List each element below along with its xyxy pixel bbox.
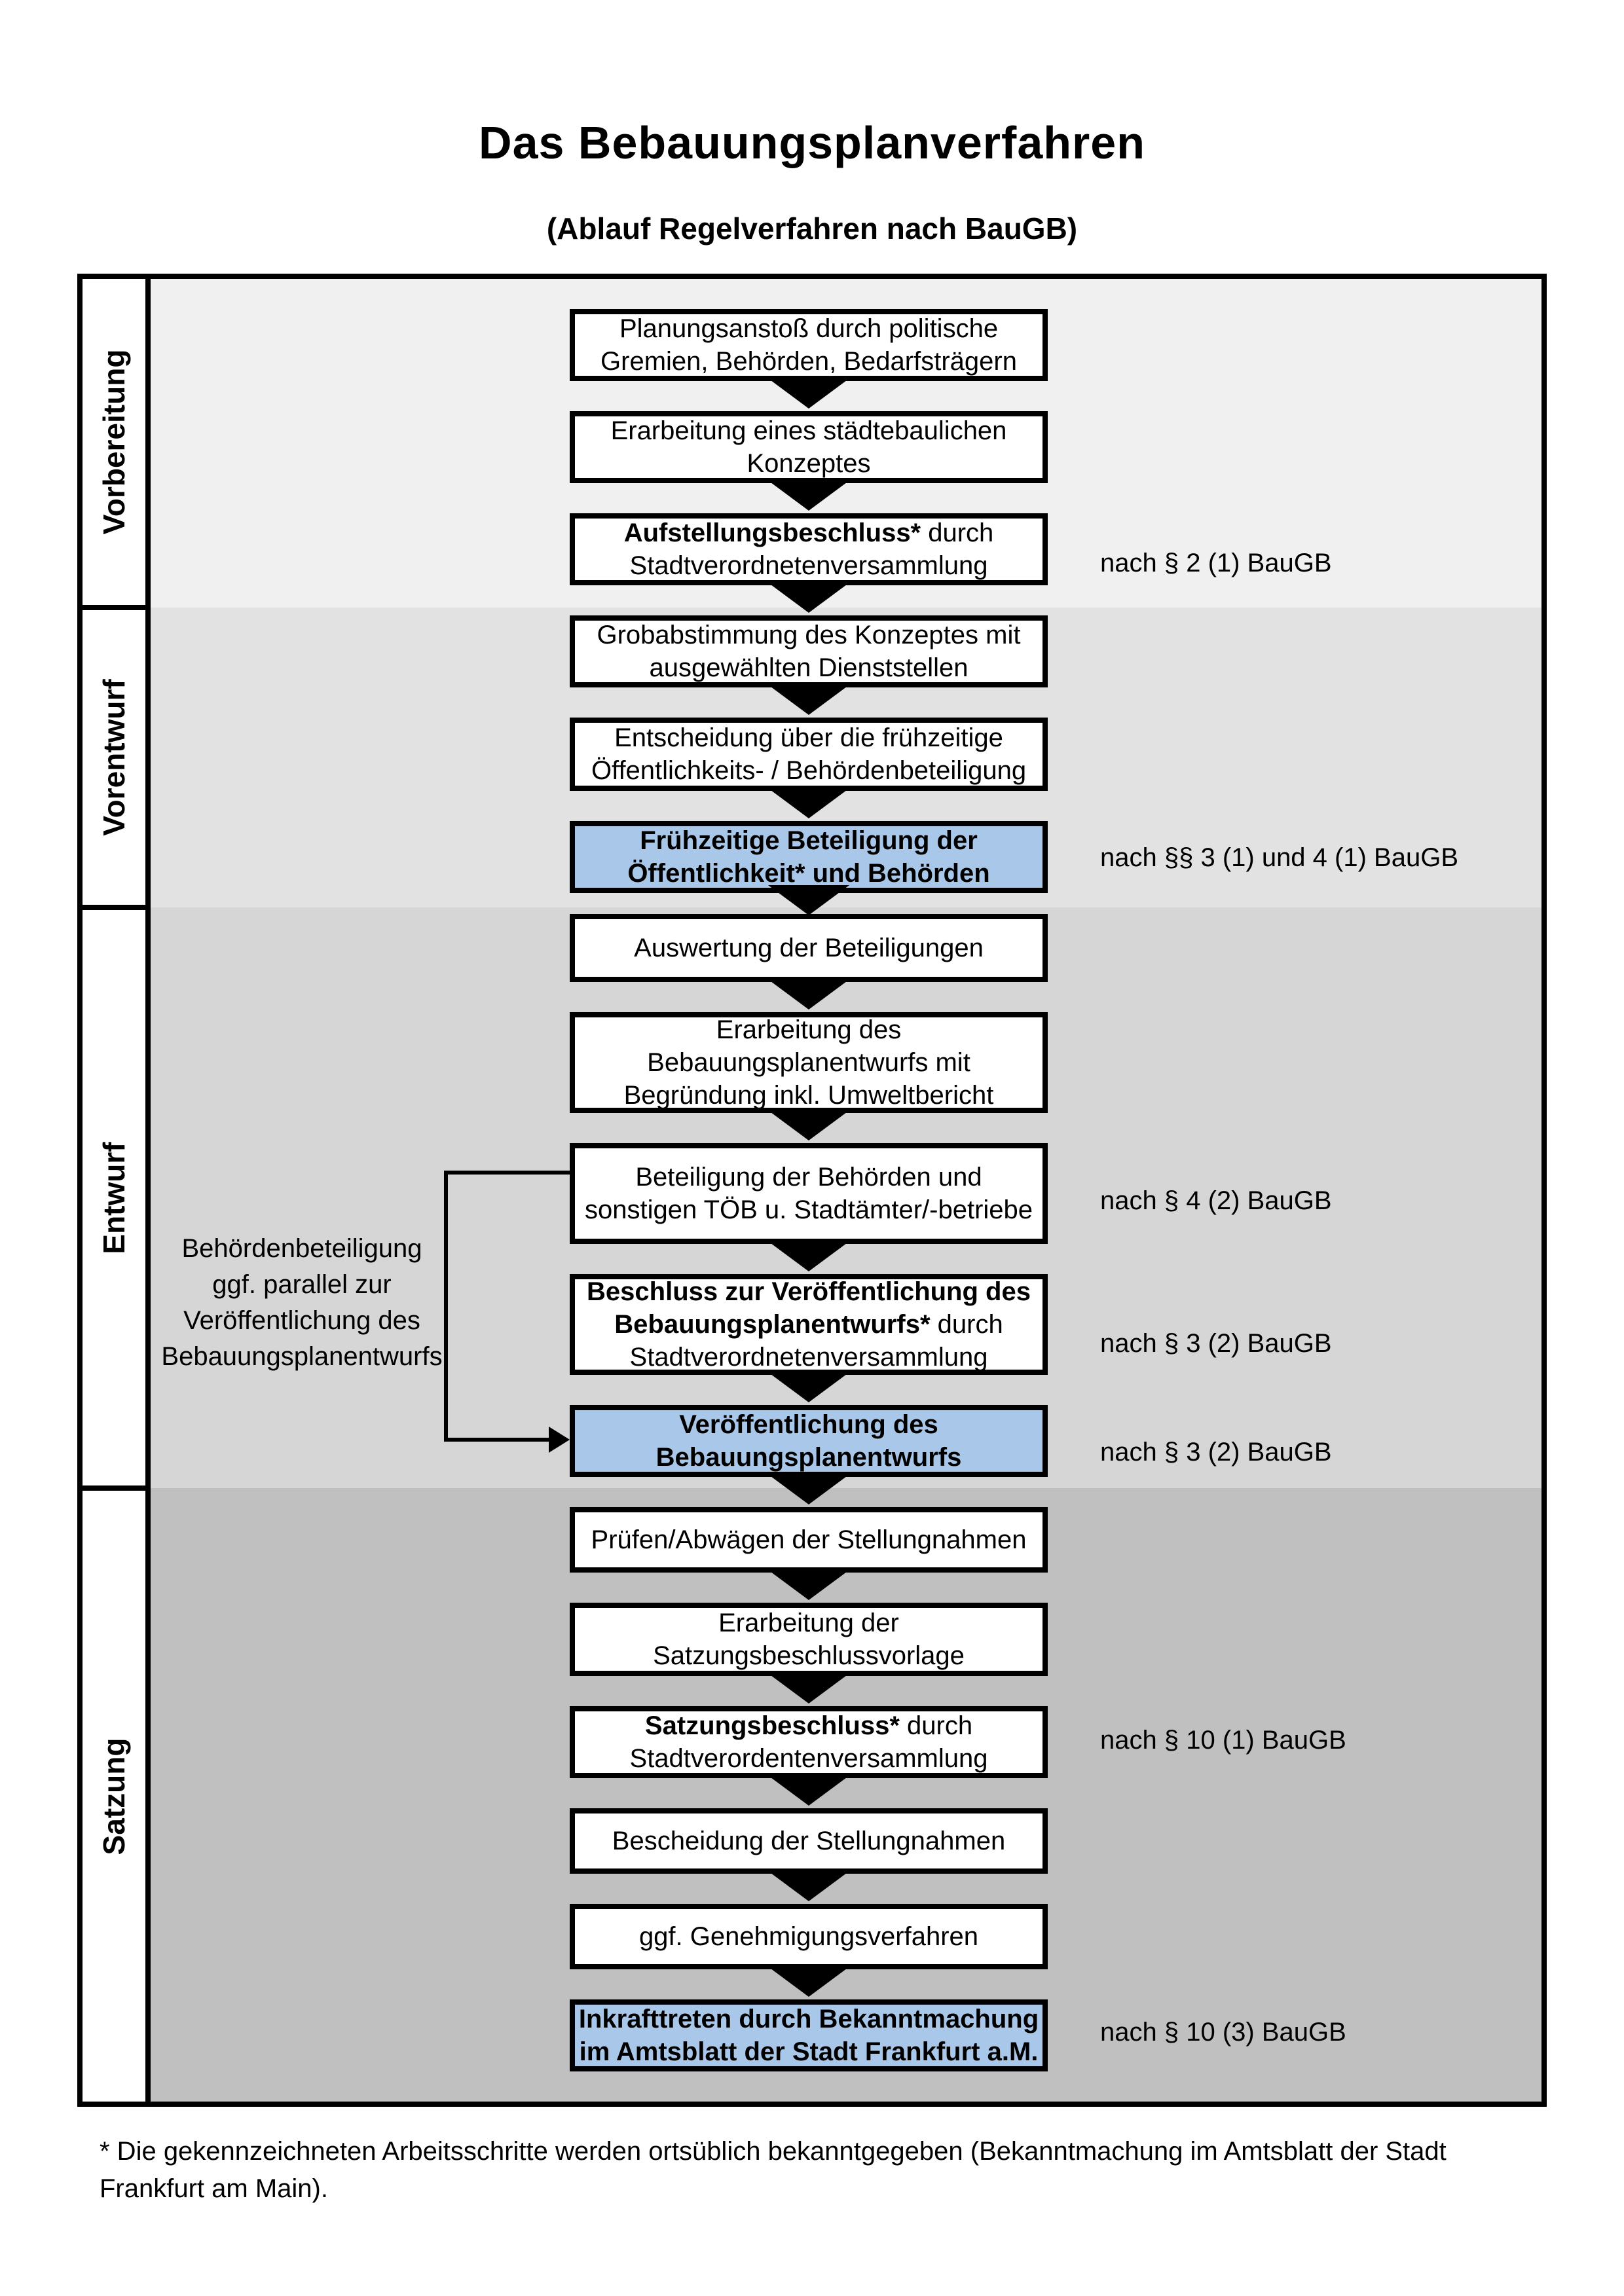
step-box-bescheidung: Bescheidung der Stellungnahmen — [570, 1808, 1048, 1874]
down-arrow-icon — [768, 481, 849, 511]
down-arrow-icon — [768, 788, 849, 818]
phase-label-satzung: Satzung — [97, 1738, 131, 1855]
legal-reference: nach §§ 3 (1) und 4 (1) BauGB — [1100, 843, 1458, 872]
down-arrow-icon — [768, 685, 849, 715]
page-subtitle: (Ablauf Regelverfahren nach BauGB) — [546, 211, 1078, 246]
down-arrow-icon — [768, 378, 849, 409]
phase-divider — [83, 1485, 151, 1491]
legal-reference: nach § 10 (3) BauGB — [1100, 2018, 1346, 2047]
legal-reference: nach § 2 (1) BauGB — [1100, 549, 1332, 577]
step-box-genehmigungsverfahren: ggf. Genehmigungsverfahren — [570, 1904, 1048, 1969]
parallel-connector-line — [444, 1438, 549, 1442]
step-box-inkrafttreten: Inkrafttreten durch Bekanntmachung im Am… — [570, 1999, 1048, 2071]
phase-cell-entwurf: Entwurf — [83, 910, 145, 1485]
step-box-fruehzeitige-beteiligung: Frühzeitige Beteiligung der Öffentlichke… — [570, 821, 1048, 893]
step-box-pruefen-abwaegen: Prüfen/Abwägen der Stellungnahmen — [570, 1507, 1048, 1573]
parallel-connector-line — [444, 1171, 570, 1175]
step-box-veroeffentlichung: Veröffentlichung des Bebauungsplanentwur… — [570, 1405, 1048, 1477]
down-arrow-icon — [768, 1673, 849, 1704]
step-box-planungsanstoss: Planungsanstoß durch politische Gremien,… — [570, 309, 1048, 381]
down-arrow-icon — [768, 1110, 849, 1140]
phase-label-entwurf: Entwurf — [97, 1141, 131, 1254]
down-arrow-icon — [768, 583, 849, 613]
step-box-satzungsbeschluss: Satzungsbeschluss* durch Stadtverordente… — [570, 1706, 1048, 1778]
down-arrow-icon — [768, 1570, 849, 1600]
down-arrow-icon — [768, 885, 849, 915]
step-box-grobabstimmung: Grobabstimmung des Konzeptes mit ausgewä… — [570, 615, 1048, 687]
step-box-entwurf-erarbeitung: Erarbeitung des Bebauungsplanentwurfs mi… — [570, 1012, 1048, 1113]
legal-reference: nach § 4 (2) BauGB — [1100, 1186, 1332, 1215]
phase-cell-vorbereitung: Vorbereitung — [83, 279, 145, 605]
legal-reference: nach § 3 (2) BauGB — [1100, 1329, 1332, 1358]
legal-reference: nach § 10 (1) BauGB — [1100, 1726, 1346, 1755]
phase-label-vorentwurf: Vorentwurf — [97, 679, 131, 836]
legal-reference: nach § 3 (2) BauGB — [1100, 1438, 1332, 1467]
phase-column-border — [145, 279, 151, 2102]
step-box-aufstellungsbeschluss: Aufstellungsbeschluss* durch Stadtverord… — [570, 513, 1048, 585]
phase-cell-vorentwurf: Vorentwurf — [83, 610, 145, 905]
down-arrow-icon — [768, 1776, 849, 1806]
phase-divider — [83, 605, 151, 610]
flowchart-frame: Vorbereitung Vorentwurf Entwurf Satzung … — [77, 274, 1547, 2107]
step-box-konzept-erarbeitung: Erarbeitung eines städtebaulichen Konzep… — [570, 411, 1048, 483]
parallel-annotation: Behördenbeteiligung ggf. parallel zur Ve… — [161, 1234, 443, 1371]
down-arrow-icon — [768, 979, 849, 1010]
down-arrow-icon — [768, 1967, 849, 1997]
step-box-entscheidung-beteiligung: Entscheidung über die frühzeitige Öffent… — [570, 718, 1048, 791]
phase-divider — [83, 905, 151, 910]
flowchart-inner: Vorbereitung Vorentwurf Entwurf Satzung … — [83, 279, 1541, 2102]
down-arrow-icon — [768, 1474, 849, 1504]
phase-cell-satzung: Satzung — [83, 1491, 145, 2102]
step-box-satzungsvorlage: Erarbeitung der Satzungsbeschlussvorlage — [570, 1603, 1048, 1676]
phase-label-vorbereitung: Vorbereitung — [97, 349, 131, 535]
step-box-veroeffentlichungs-beschluss: Beschluss zur Veröffentlichung des Bebau… — [570, 1274, 1048, 1375]
step-box-auswertung: Auswertung der Beteiligungen — [570, 914, 1048, 982]
down-arrow-icon — [768, 1241, 849, 1271]
footnote: * Die gekennzeichneten Arbeitsschritte w… — [100, 2137, 1447, 2203]
down-arrow-icon — [768, 1372, 849, 1402]
step-box-behoerden-beteiligung: Beteiligung der Behörden und sonstigen T… — [570, 1143, 1048, 1244]
page-title: Das Bebauungsplanverfahren — [479, 117, 1145, 168]
parallel-connector-line — [444, 1171, 448, 1442]
down-arrow-icon — [768, 1871, 849, 1901]
connector-arrow-icon — [549, 1427, 570, 1453]
